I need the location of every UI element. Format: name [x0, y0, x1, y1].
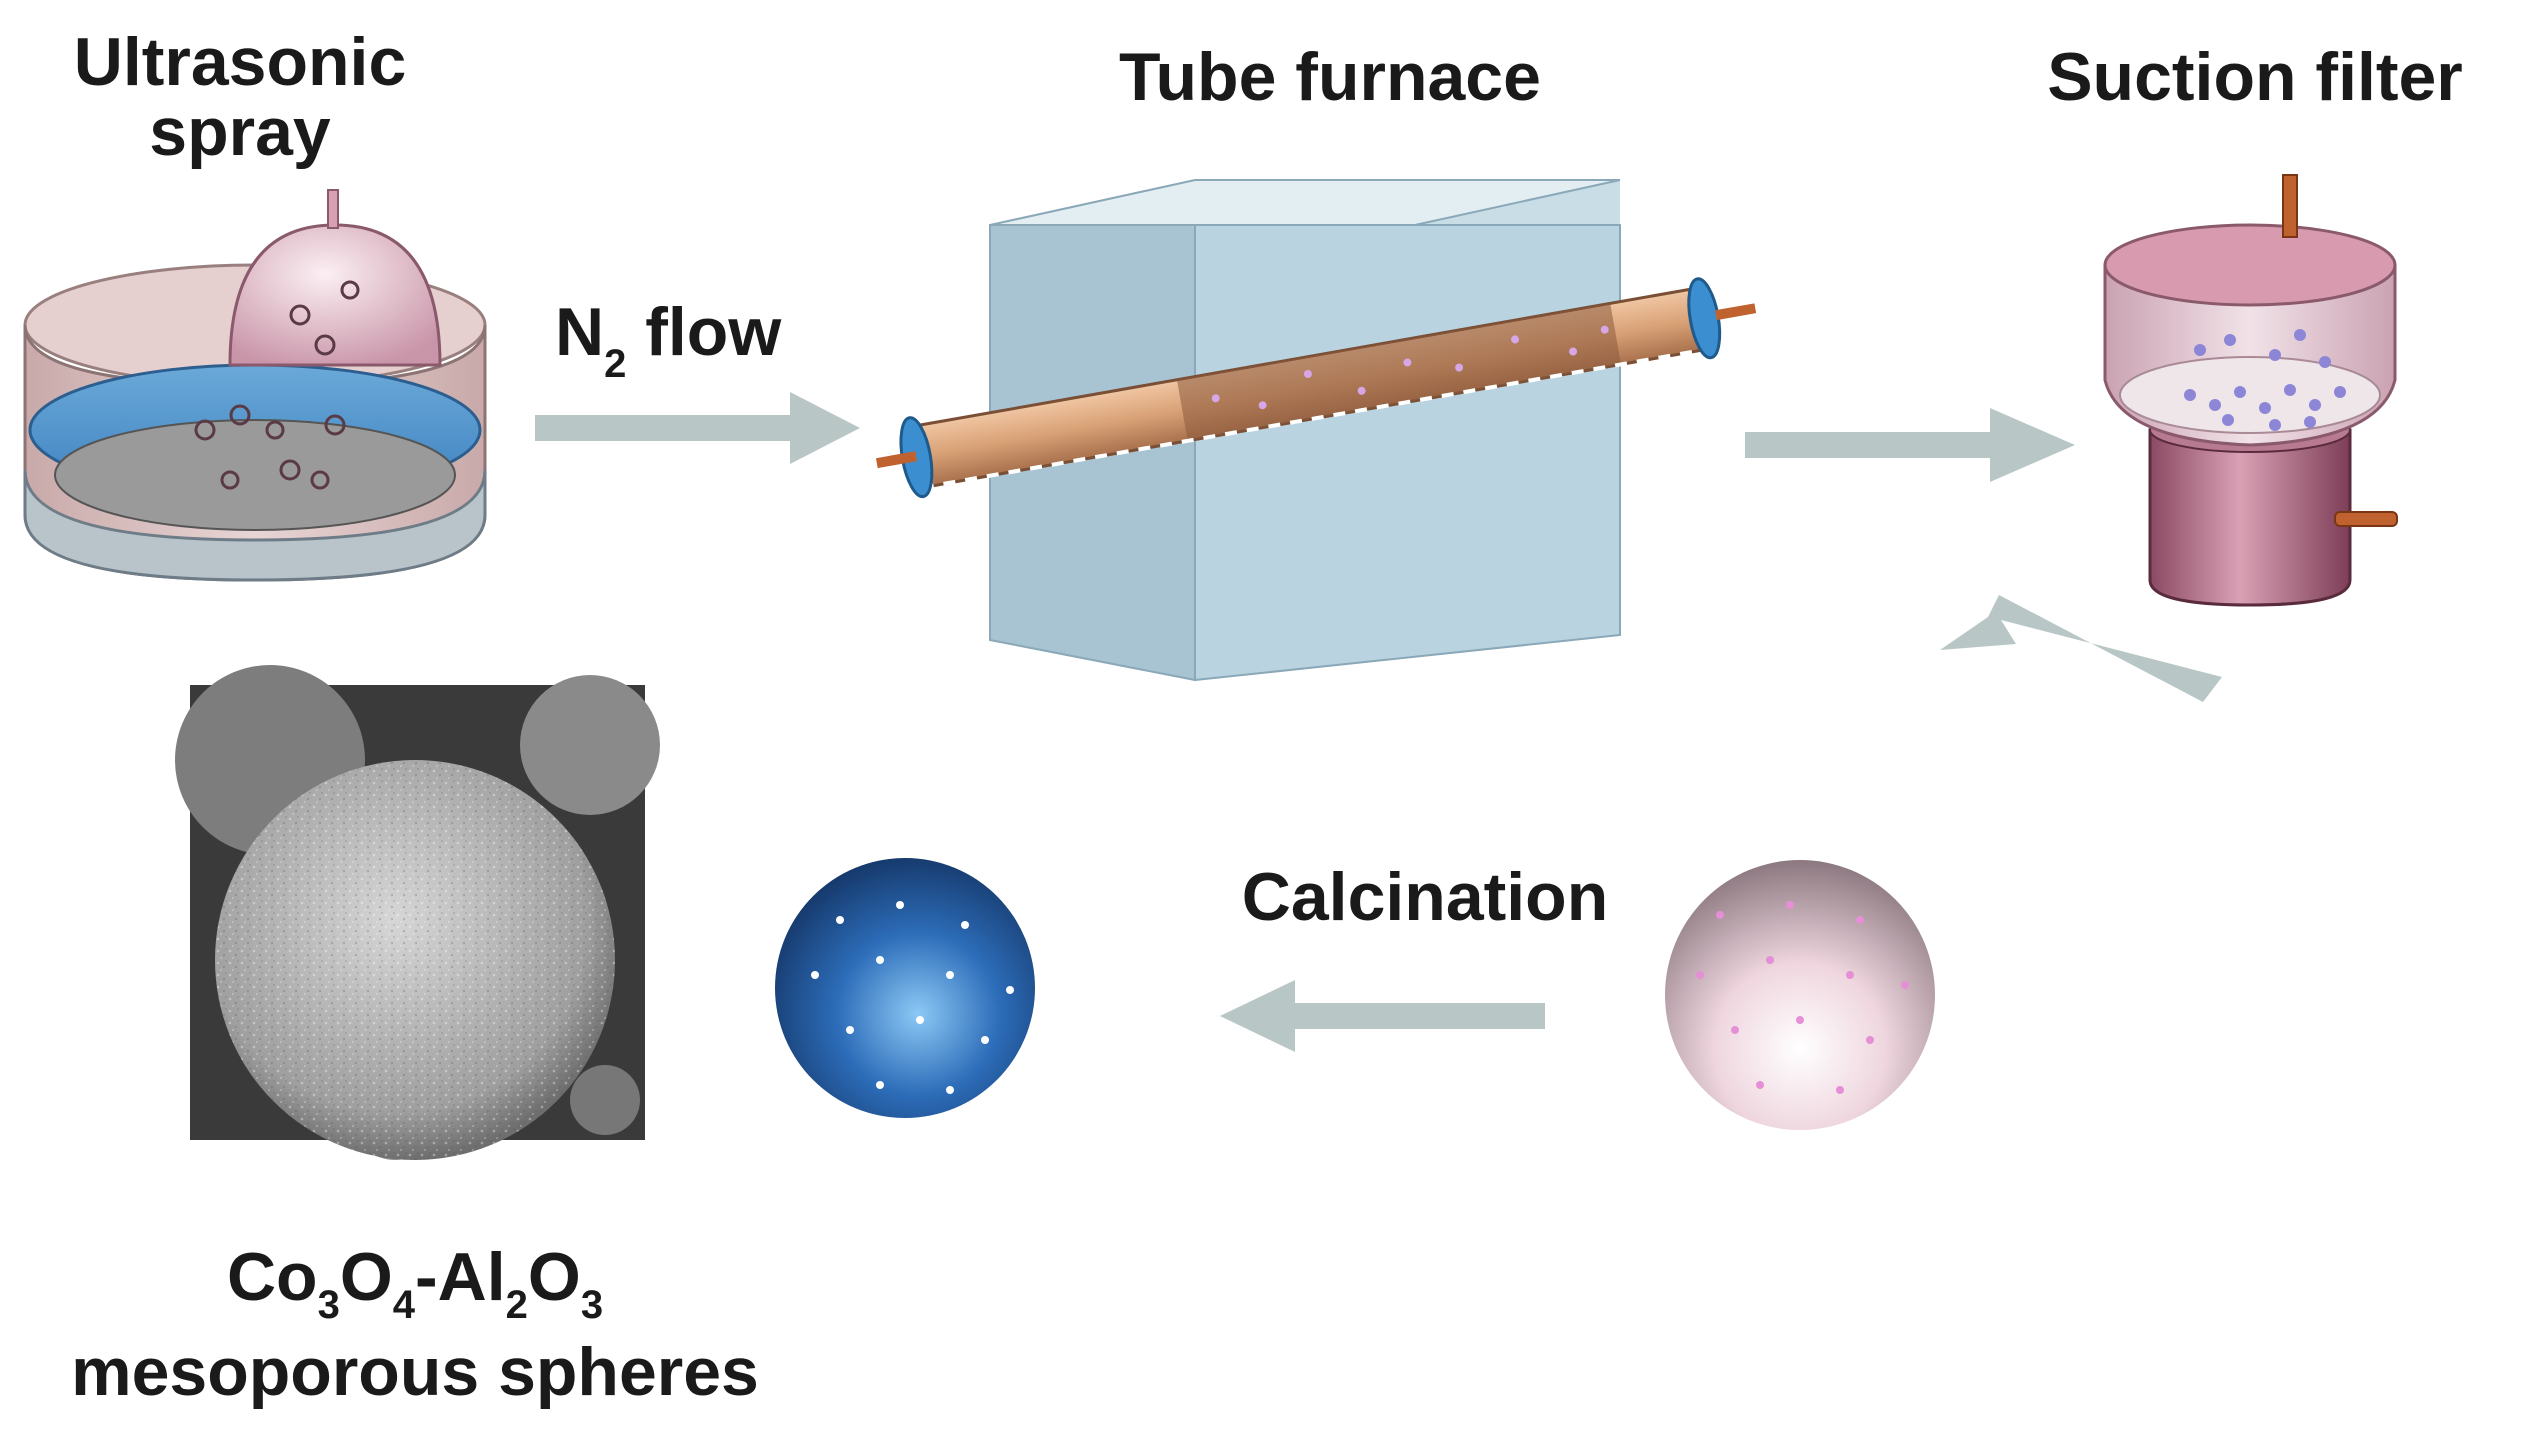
ultrasonic-spray-label-line1: Ultrasonic [74, 24, 407, 100]
n2-flow-label: N2 flow [555, 294, 782, 386]
flow-arrow-3 [1940, 595, 2222, 702]
flow-arrow-4 [1220, 980, 1545, 1052]
tube-furnace-icon [875, 179, 1757, 682]
calcination-label: Calcination [1242, 859, 1609, 935]
ultrasonic-spray-bath-icon [23, 189, 487, 582]
product-description-label: mesoporous spheres [71, 1334, 759, 1410]
flow-arrow-2 [1745, 408, 2075, 482]
tube-furnace-label: Tube furnace [1119, 39, 1541, 115]
flow-arrow-1 [535, 392, 860, 464]
ultrasonic-spray-label-line2: spray [149, 94, 331, 170]
product-formula-label: Co3O4-Al2O3 [227, 1239, 603, 1327]
calcined-sphere-icon [775, 858, 1035, 1118]
precursor-sphere-icon [1665, 860, 1935, 1130]
suction-filter-label: Suction filter [2047, 39, 2463, 115]
sem-image [175, 665, 660, 1160]
suction-filter-icon [2103, 174, 2398, 607]
